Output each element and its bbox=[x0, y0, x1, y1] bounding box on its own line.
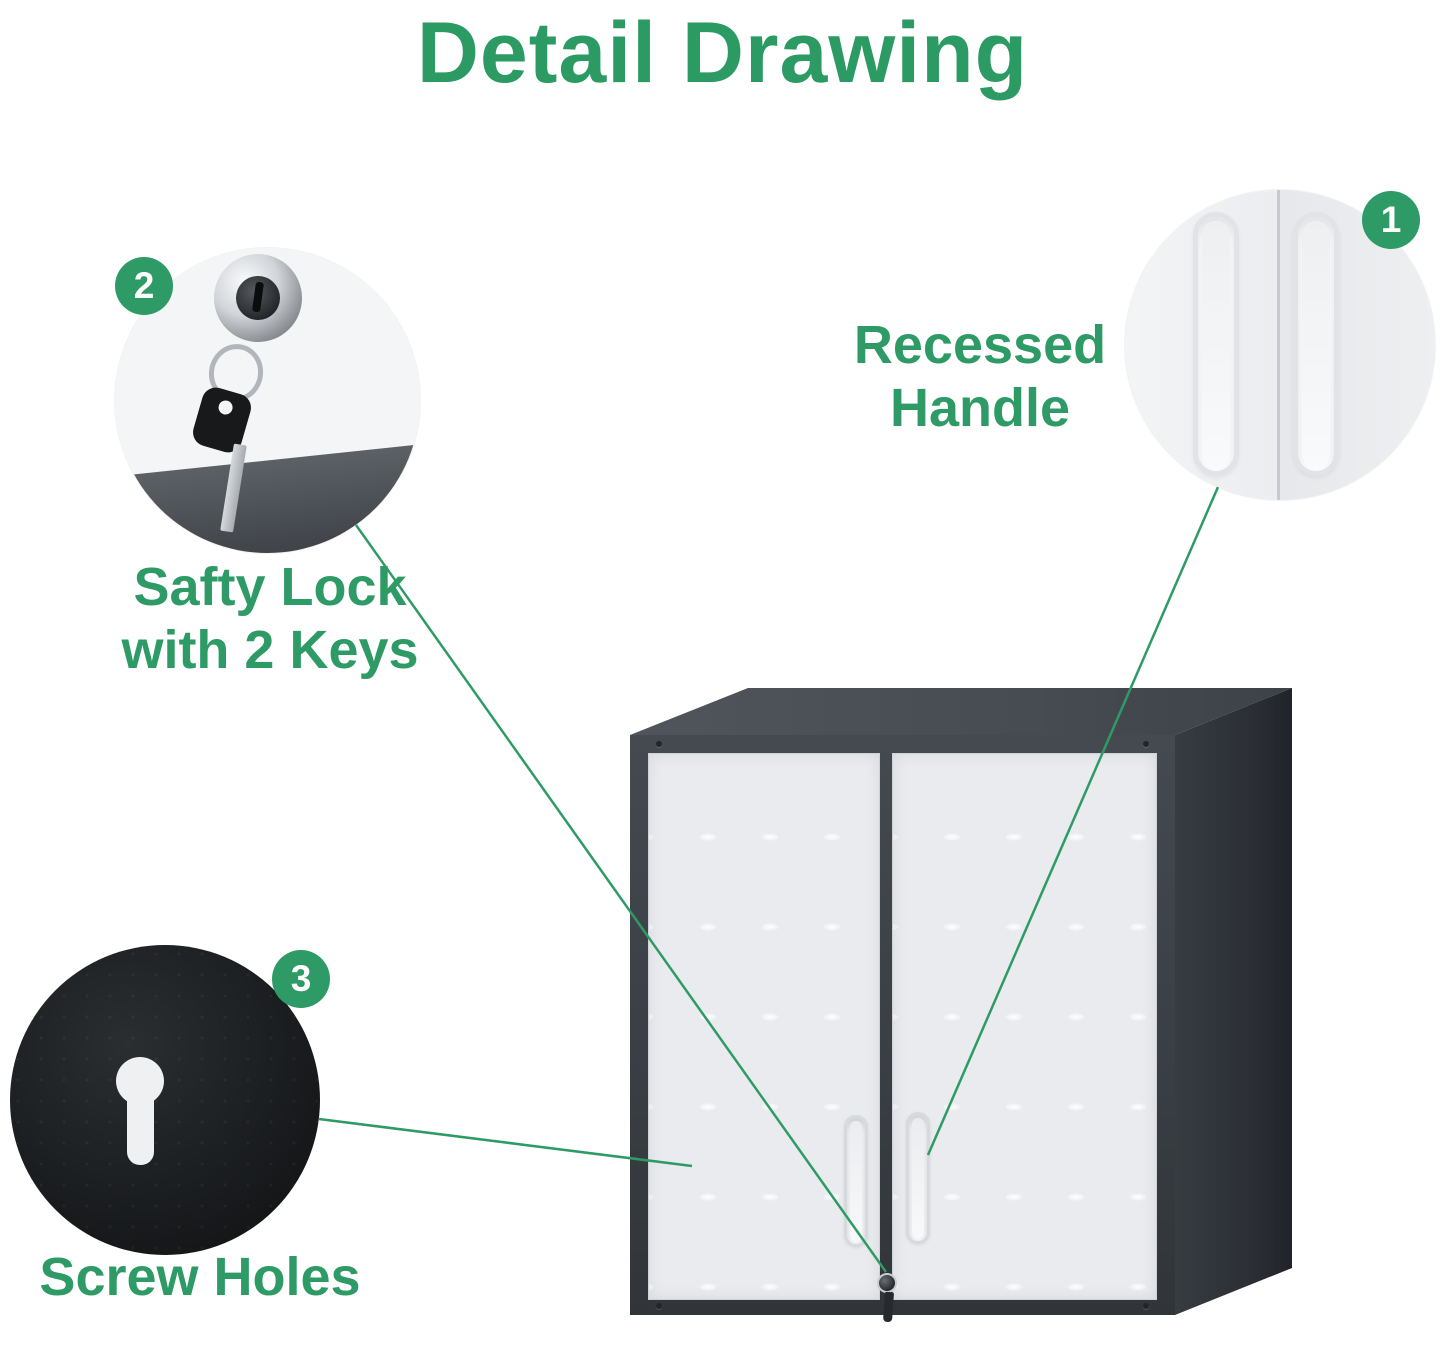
handle-recess bbox=[912, 1118, 924, 1238]
safety-lock-label: Safty Lock with 2 Keys bbox=[60, 556, 480, 681]
handle-recess bbox=[850, 1121, 862, 1241]
label-line: with 2 Keys bbox=[121, 619, 419, 680]
recessed-handle-icon bbox=[1293, 212, 1339, 476]
recessed-handle-icon bbox=[1193, 212, 1239, 476]
door-seam bbox=[1277, 190, 1280, 500]
rivet-icon bbox=[656, 741, 662, 747]
lock-cylinder-icon bbox=[214, 254, 302, 342]
handle-recess bbox=[1302, 221, 1330, 467]
rivet-icon bbox=[656, 1303, 662, 1309]
screw-holes-label: Screw Holes bbox=[39, 1247, 361, 1307]
page-title: Detail Drawing bbox=[416, 5, 1029, 101]
cabinet-illustration bbox=[630, 688, 1292, 1323]
left-door-handle-icon bbox=[844, 1115, 868, 1247]
cabinet-right-door bbox=[892, 753, 1157, 1300]
rivet-icon bbox=[1143, 1303, 1149, 1309]
label-line: Safty Lock bbox=[133, 557, 407, 617]
label-line: Handle bbox=[889, 377, 1071, 438]
badge-1: 1 bbox=[1362, 191, 1420, 249]
cabinet-key-icon bbox=[882, 1291, 895, 1323]
handle-recess bbox=[1202, 221, 1230, 467]
label-line: Recessed bbox=[853, 315, 1107, 375]
rivet-icon bbox=[1143, 741, 1149, 747]
badge-2: 2 bbox=[115, 257, 173, 315]
cabinet-side-face bbox=[1175, 688, 1292, 1315]
right-door-handle-icon bbox=[906, 1112, 930, 1244]
cabinet-lock-icon bbox=[877, 1273, 897, 1293]
callout-screw-detail bbox=[10, 945, 320, 1255]
metal-texture bbox=[10, 945, 320, 1255]
cabinet-edge-texture bbox=[115, 441, 420, 553]
recessed-handle-label: Recessed Handle bbox=[770, 314, 1190, 439]
cabinet-front-face bbox=[630, 735, 1175, 1323]
badge-3: 3 bbox=[272, 950, 330, 1008]
screw-keyhole-slot-icon bbox=[127, 1095, 154, 1165]
key-hole-icon bbox=[216, 398, 235, 417]
